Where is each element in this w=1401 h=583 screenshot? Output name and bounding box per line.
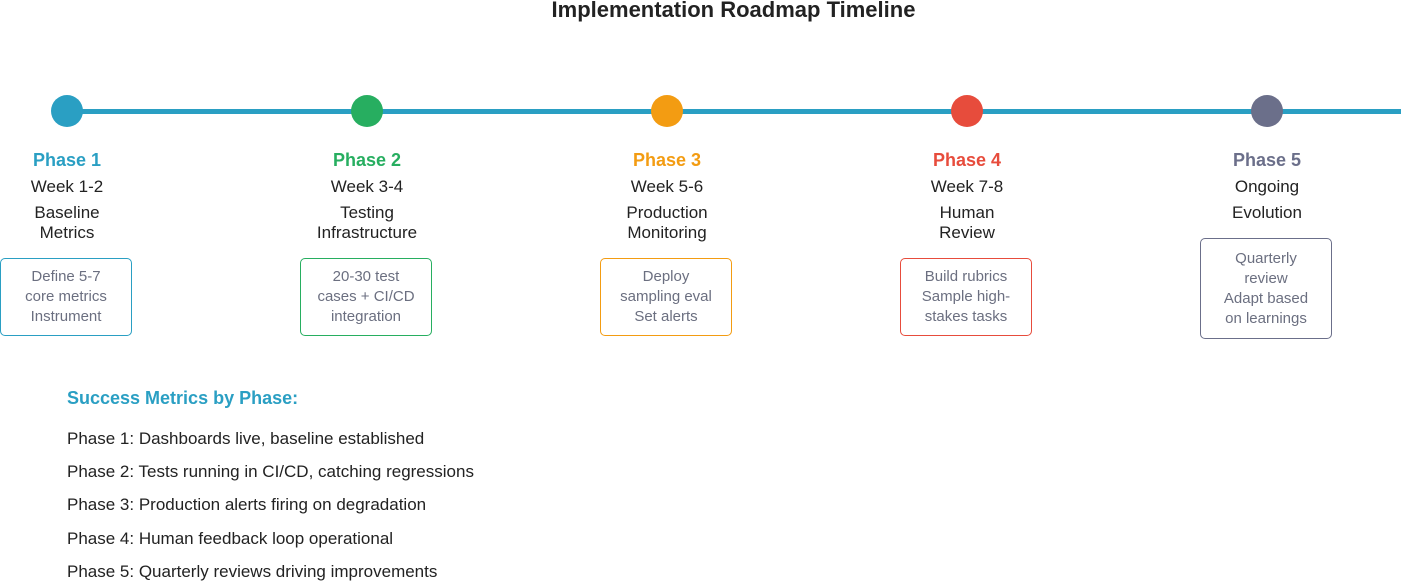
phase-1-box-line: core metrics <box>25 288 107 305</box>
phase-3-box: Deploy sampling eval Set alerts <box>600 258 732 336</box>
phase-1-week: Week 1-2 <box>30 177 104 196</box>
phase-4-box-line: Build rubrics <box>924 268 1008 285</box>
phase-2-label-line: Testing <box>340 203 394 222</box>
phase-4: Phase 4 Week 7-8 Human Review <box>867 95 1067 243</box>
metric-item: Phase 5: Quarterly reviews driving impro… <box>67 562 438 581</box>
phase-1-dot <box>51 95 83 127</box>
phase-1-box: Define 5-7 core metrics Instrument <box>0 258 132 336</box>
phase-3-label-line: Monitoring <box>627 223 707 242</box>
phase-1-box-line: Instrument <box>30 308 102 325</box>
phase-3-box-line: Set alerts <box>634 308 698 325</box>
phase-3-box-line: Deploy <box>642 268 690 285</box>
metric-item: Phase 1: Dashboards live, baseline estab… <box>67 429 425 448</box>
success-metrics-heading: Success Metrics by Phase: <box>67 388 299 408</box>
phase-3-label: Production Monitoring <box>602 203 732 243</box>
phase-5-name: Phase 5 <box>1232 150 1302 170</box>
phase-5-box-line: Quarterly <box>1235 249 1297 267</box>
phase-4-box-line: stakes tasks <box>924 308 1008 325</box>
phase-2-box-line: 20-30 test <box>332 268 400 285</box>
phase-5-box-line: review <box>1244 269 1288 287</box>
phase-1-box-line: Define 5-7 <box>31 268 101 285</box>
timeline-line <box>67 109 1401 114</box>
phase-5-box-line: on learnings <box>1225 309 1307 327</box>
phase-2-box: 20-30 test cases + CI/CD integration <box>300 258 432 336</box>
phase-3-week: Week 5-6 <box>630 177 704 196</box>
phase-2-box-line: integration <box>330 308 402 325</box>
phase-2-box-line: cases + CI/CD <box>317 288 415 305</box>
phase-4-dot <box>951 95 983 127</box>
phase-2-label-line: Infrastructure <box>316 223 418 242</box>
phase-3-name: Phase 3 <box>632 150 702 170</box>
phase-1-label-line: Baseline <box>34 203 100 222</box>
phase-1-label: Baseline Metrics <box>2 203 132 243</box>
phase-3: Phase 3 Week 5-6 Production Monitoring <box>567 95 767 243</box>
phase-5-label: Evolution <box>1202 203 1332 223</box>
phase-5-week: Ongoing <box>1234 177 1300 196</box>
phase-3-dot <box>651 95 683 127</box>
phase-4-label-line: Human <box>939 203 995 222</box>
phase-2: Phase 2 Week 3-4 Testing Infrastructure <box>267 95 467 243</box>
page-title: Implementation Roadmap Timeline <box>551 0 916 22</box>
phase-4-name: Phase 4 <box>932 150 1002 170</box>
phase-5-box-line: Adapt based <box>1223 289 1309 307</box>
phase-5: Phase 5 Ongoing Evolution <box>1167 95 1367 223</box>
phase-2-week: Week 3-4 <box>330 177 404 196</box>
phase-5-dot <box>1251 95 1283 127</box>
metric-item: Phase 3: Production alerts firing on deg… <box>67 495 427 514</box>
phase-1-name: Phase 1 <box>32 150 102 170</box>
phase-2-label: Testing Infrastructure <box>302 203 432 243</box>
phase-5-label-line: Evolution <box>1232 203 1302 222</box>
phase-4-box-line: Sample high- <box>921 288 1011 305</box>
metric-item: Phase 2: Tests running in CI/CD, catchin… <box>67 462 474 481</box>
phase-4-label: Human Review <box>902 203 1032 243</box>
phase-3-box-line: sampling eval <box>620 288 712 305</box>
phase-2-name: Phase 2 <box>332 150 402 170</box>
phase-4-label-line: Review <box>939 223 995 242</box>
phase-3-label-line: Production <box>626 203 708 222</box>
phase-2-dot <box>351 95 383 127</box>
phase-1-label-line: Metrics <box>39 223 95 242</box>
metric-item: Phase 4: Human feedback loop operational <box>67 529 394 548</box>
phase-1: Phase 1 Week 1-2 Baseline Metrics <box>0 95 167 243</box>
phase-5-box: Quarterly review Adapt based on learning… <box>1200 238 1332 339</box>
phase-4-box: Build rubrics Sample high- stakes tasks <box>900 258 1032 336</box>
phase-4-week: Week 7-8 <box>930 177 1004 196</box>
